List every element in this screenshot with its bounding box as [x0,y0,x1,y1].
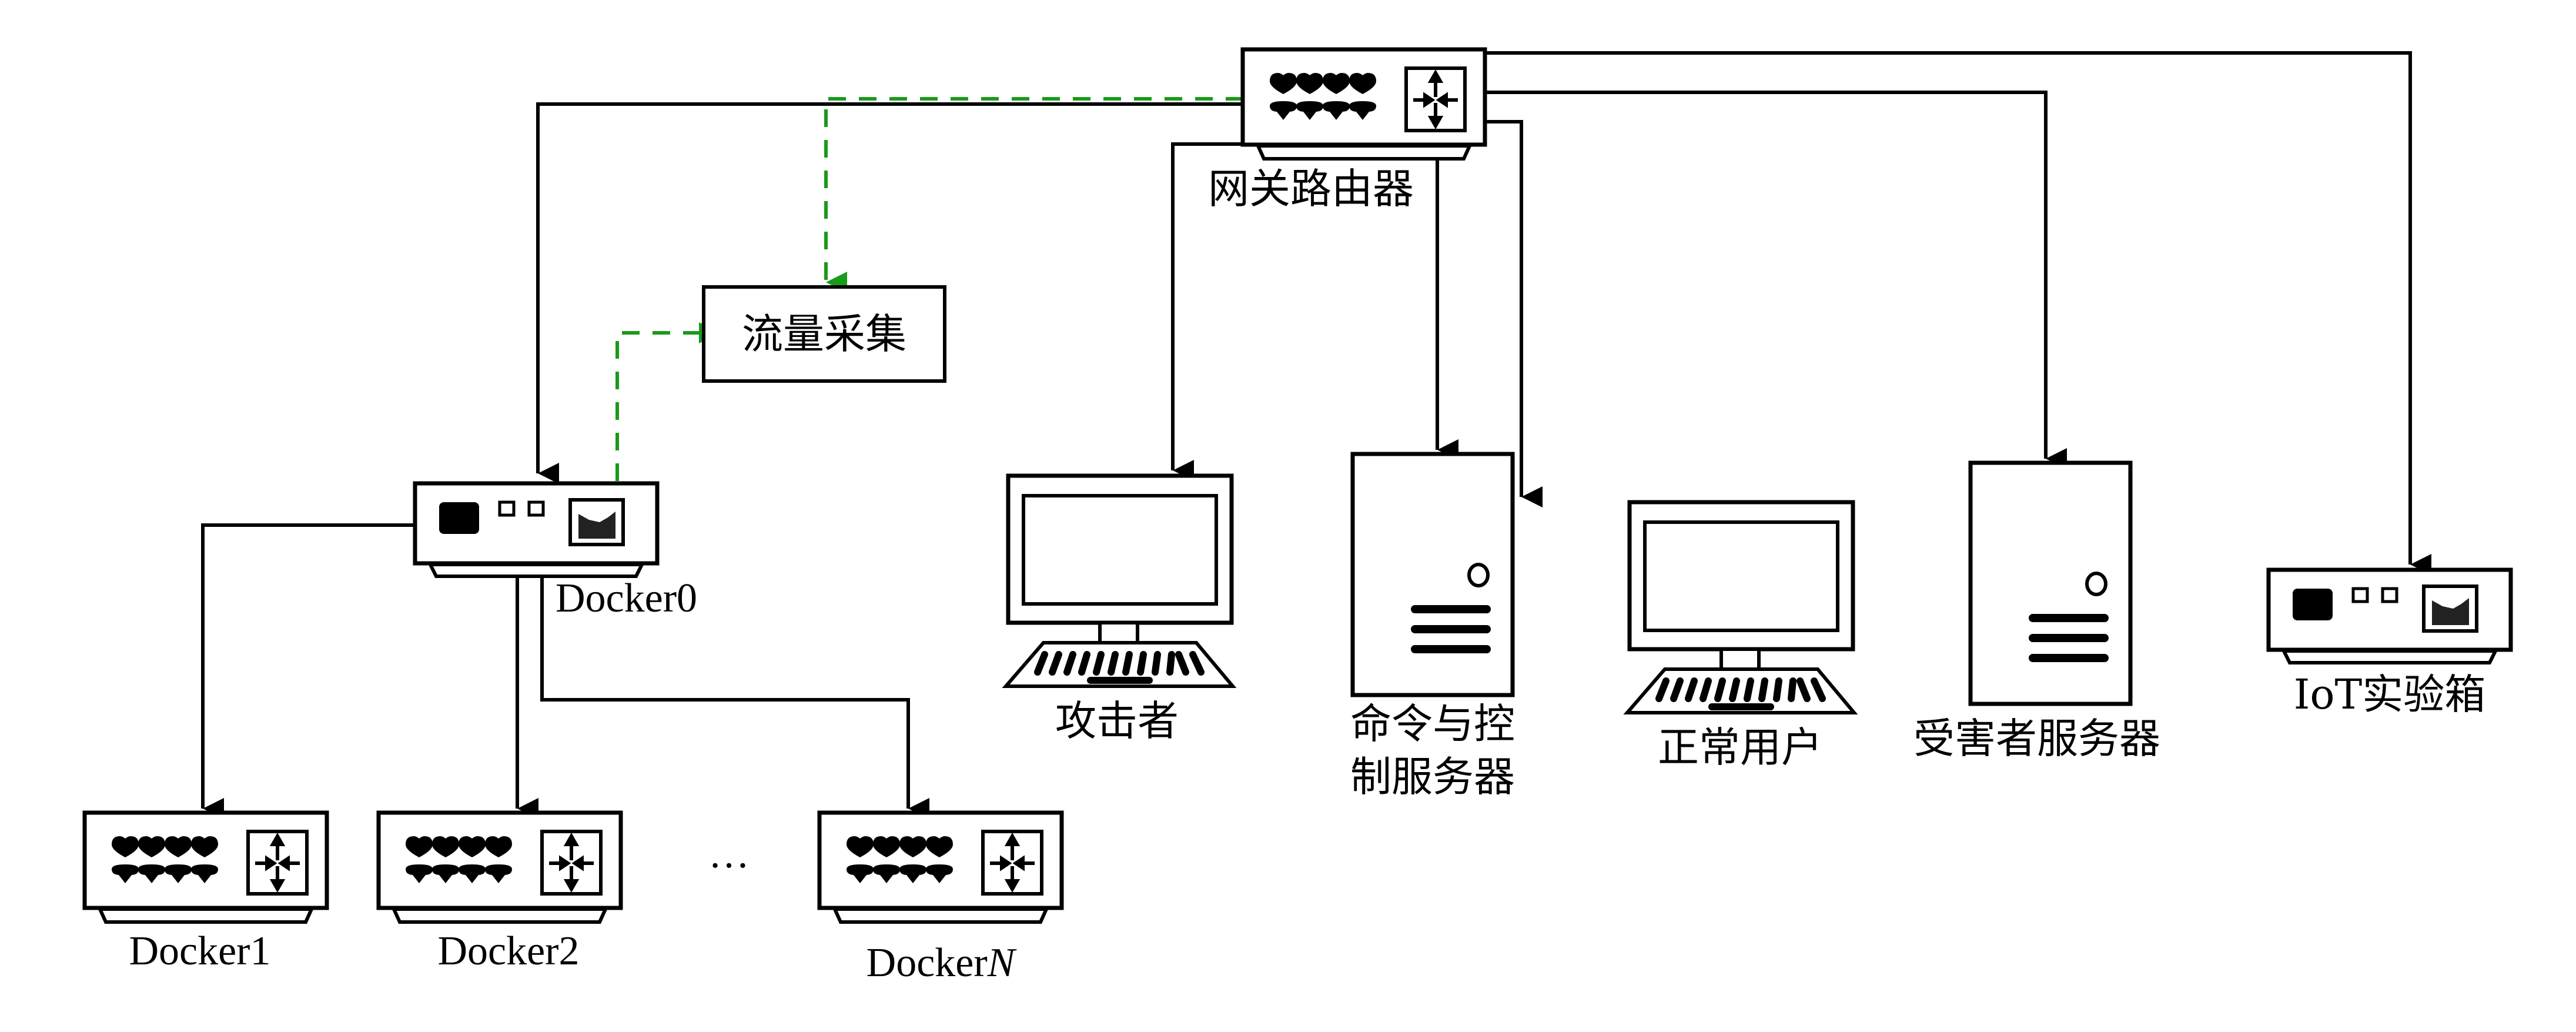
docker1-label: Docker1 [129,929,270,974]
docker1[interactable]: Docker1 [85,813,327,974]
cnc-server[interactable]: 命令与控 制服务器 [1350,454,1515,801]
cnc-server-label-line2: 制服务器 [1350,753,1515,801]
iot-box-label: IoT实验箱 [2294,670,2485,719]
docker2-label: Docker2 [437,929,579,974]
edge-router-victim [1481,91,2067,469]
ellipsis: … [708,831,750,877]
desktop-computer-icon [1006,476,1233,686]
traffic-capture-label: 流量采集 [742,310,906,358]
traffic-capture[interactable]: 流量采集 [702,285,946,383]
edge-router-traffic-capture [824,97,1243,293]
gateway-router[interactable]: 网关路由器 [1208,49,1485,213]
attacker[interactable]: 攻击者 [1006,476,1233,745]
iot-box[interactable]: IoT实验箱 [2269,570,2511,719]
router-icon [1243,49,1485,159]
desktop-computer-icon [1627,502,1854,713]
edge-router-normal-user [1481,120,1543,507]
victim-server[interactable]: 受害者服务器 [1913,463,2160,763]
cnc-server-label-line1: 命令与控 [1350,700,1515,748]
docker0-label: Docker0 [556,576,697,621]
normal-user-label: 正常用户 [1658,723,1822,772]
dockerN-label-suffix: N [987,940,1017,986]
tower-server-icon [1353,454,1513,695]
dockerN-label: DockerN [867,940,1017,986]
dockerN[interactable]: DockerN [819,813,1062,986]
docker0[interactable]: Docker0 [415,483,697,621]
router-icon [819,813,1062,922]
dockerN-label-prefix: Docker [867,940,988,986]
bridge-device-icon [2269,570,2511,663]
connections [201,51,2431,819]
docker2[interactable]: Docker2 [379,813,621,974]
tower-server-icon [1971,463,2130,704]
router-icon [85,813,327,922]
gateway-router-label: 网关路由器 [1208,165,1414,213]
traffic-capture-box [702,285,946,383]
edge-docker0-dockerN [540,568,929,819]
edge-router-iot [1481,51,2431,575]
attacker-label: 攻击者 [1055,697,1179,745]
edge-docker0-traffic-capture [615,322,720,481]
edge-docker0-docker1 [201,523,414,819]
normal-user[interactable]: 正常用户 [1627,502,1854,772]
victim-server-label: 受害者服务器 [1913,714,2160,763]
bridge-device-icon [415,483,657,576]
router-icon [379,813,621,922]
edge-router-docker0 [536,102,1243,484]
edge-router-attacker [1171,142,1243,481]
